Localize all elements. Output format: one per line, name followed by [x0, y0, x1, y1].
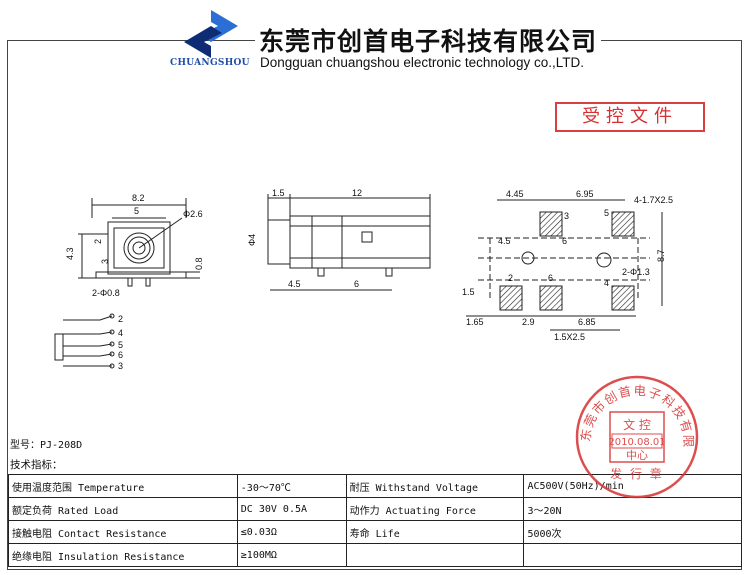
spec-table: 使用温度范围 Temperature -30～70℃ 耐压 Withstand …: [8, 474, 742, 567]
spec-value: ≥100MΩ: [236, 543, 347, 567]
spec-label: 绝缘电阻 Insulation Resistance: [8, 543, 238, 567]
spec-label: 寿命 Life: [345, 520, 525, 544]
letterhead: CHUANGSHOU 东莞市创首电子科技有限公司 Dongguan chuang…: [0, 0, 750, 80]
company-name-en: Dongguan chuangshou electronic technolog…: [260, 55, 584, 70]
side-view: 1.5 12 Φ4 4.5 6: [247, 188, 431, 291]
dim-pcb-t2: 6.95: [576, 189, 594, 199]
schematic-pin-5: 5: [118, 340, 123, 350]
front-view: 8.2 5 Φ2.6 4.3 2 3 0.8 2-Φ0.8: [65, 193, 204, 298]
spec-label: 接触电阻 Contact Resistance: [8, 520, 238, 544]
spec-value: 5000次: [523, 520, 742, 544]
logo-text: CHUANGSHOU: [170, 58, 250, 68]
schematic: 2 4 5 6 3: [54, 313, 123, 371]
table-row: 接触电阻 Contact Resistance ≤0.03Ω 寿命 Life 5…: [8, 520, 742, 544]
seal-line3: 中心: [626, 449, 648, 462]
pcb-pin-2: 2: [508, 273, 513, 283]
dim-front-h2: 2: [93, 239, 103, 244]
dim-pcb-b2: 2.9: [522, 317, 535, 327]
dim-front-height: 4.3: [65, 247, 75, 260]
schematic-pin-6: 6: [118, 350, 123, 360]
dim-front-hole: Φ2.6: [183, 209, 203, 219]
pcb-pin-5: 5: [604, 208, 609, 218]
spec-value: DC 30V 0.5A: [236, 497, 347, 521]
dim-side-dia: Φ4: [247, 234, 257, 246]
company-name-cn: 东莞市创首电子科技有限公司: [255, 22, 602, 58]
dim-front-inner: 5: [134, 206, 139, 216]
dim-pcb-m1: 4.5: [498, 236, 511, 246]
seal-date: 2010.08.01: [608, 437, 665, 448]
dim-front-foot: 0.8: [194, 257, 204, 270]
dim-pcb-pads: 4-1.7X2.5: [634, 195, 673, 205]
schematic-pin-4: 4: [118, 328, 123, 338]
dim-pcb-m2: 6: [562, 236, 567, 246]
spec-label: 使用温度范围 Temperature: [8, 474, 238, 498]
spec-label: 耐压 Withstand Voltage: [345, 474, 525, 498]
dim-side-d2: 12: [352, 188, 362, 198]
technical-drawing: 8.2 5 Φ2.6 4.3 2 3 0.8 2-Φ0.8 1.5 12 Φ4 …: [54, 188, 673, 371]
schematic-pin-3: 3: [118, 361, 123, 371]
dim-pcb-left: 1.5: [462, 287, 475, 297]
dim-front-h3: 3: [100, 259, 110, 264]
dim-pcb-b4: 1.5X2.5: [554, 332, 585, 342]
spec-label: [345, 543, 525, 567]
seal-bottom: 发 行 章: [610, 466, 664, 481]
company-logo-icon: [184, 10, 238, 58]
pcb-pin-6: 6: [548, 273, 553, 283]
table-row: 绝缘电阻 Insulation Resistance ≥100MΩ: [8, 543, 742, 567]
pcb-pin-4: 4: [604, 278, 609, 288]
model-number: 型号：PJ-208D: [10, 440, 83, 451]
dim-front-pins: 2-Φ0.8: [92, 288, 120, 298]
dim-pcb-side: 8.7: [656, 249, 666, 262]
spec-value: 3～20N: [523, 497, 742, 521]
spec-value: [523, 543, 742, 567]
tech-spec-heading: 技术指标：: [10, 459, 63, 471]
dim-side-b2: 6: [354, 279, 359, 289]
pcb-pin-3: 3: [564, 211, 569, 221]
dim-pcb-b3: 6.85: [578, 317, 596, 327]
dim-pcb-t1: 4.45: [506, 189, 524, 199]
controlled-document-stamp: 受控文件: [555, 102, 705, 132]
table-row: 额定负荷 Rated Load DC 30V 0.5A 动作力 Actuatin…: [8, 497, 742, 521]
spec-label: 动作力 Actuating Force: [345, 497, 525, 521]
pcb-layout: 4.45 6.95 4-1.7X2.5 3 5 4.5 6 2-Φ1.3 8.7…: [462, 189, 673, 342]
dim-pcb-b1: 1.65: [466, 317, 484, 327]
dim-front-width: 8.2: [132, 193, 145, 203]
company-seal: 东莞市创首电子科技有限公司 文 控 2010.08.01 中心 发 行 章: [572, 372, 699, 499]
spec-value: -30～70℃: [236, 474, 347, 498]
seal-line1: 文 控: [623, 417, 651, 432]
dim-pcb-hole: 2-Φ1.3: [622, 267, 650, 277]
dim-side-b1: 4.5: [288, 279, 301, 289]
dim-side-d1: 1.5: [272, 188, 285, 198]
spec-label: 额定负荷 Rated Load: [8, 497, 238, 521]
spec-value: ≤0.03Ω: [236, 520, 347, 544]
schematic-pin-2: 2: [118, 314, 123, 324]
